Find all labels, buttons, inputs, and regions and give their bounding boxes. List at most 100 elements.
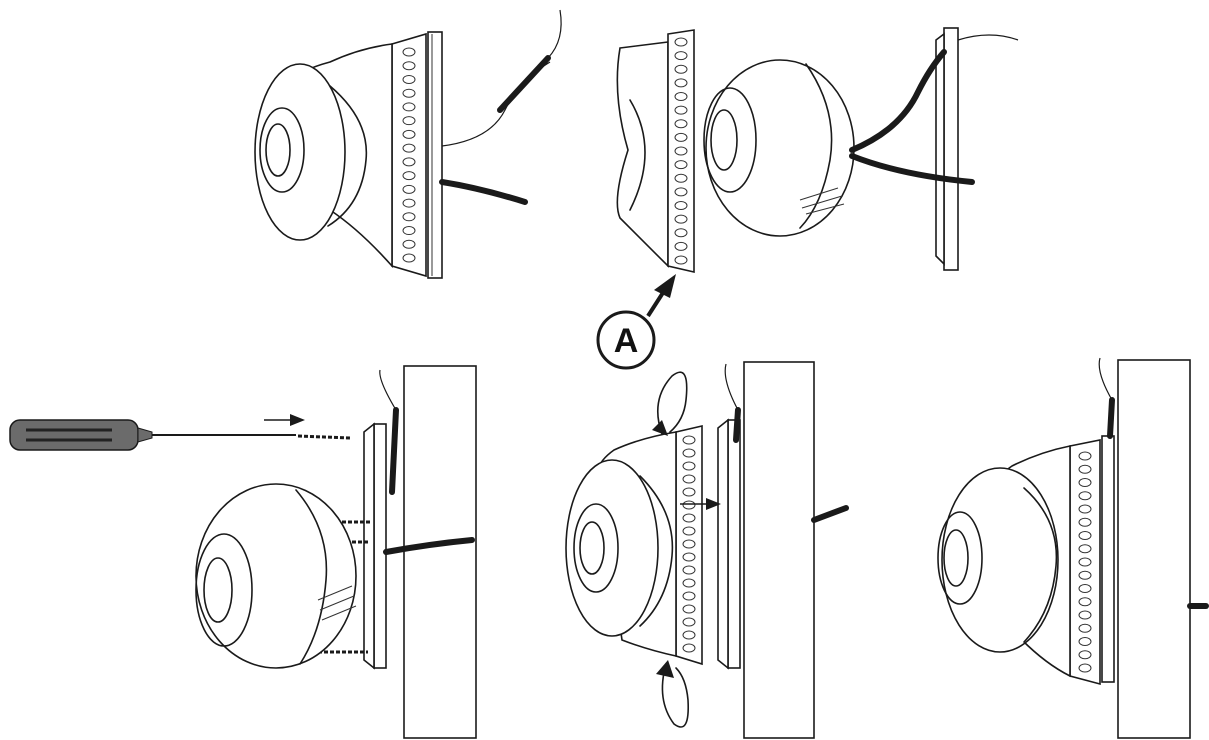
callout-a: A [596, 274, 676, 370]
ring-slot [1078, 504, 1092, 514]
ring-slot [682, 487, 696, 497]
ring-slot [1078, 464, 1092, 474]
ring-slot [674, 201, 688, 210]
ring-slot [682, 578, 696, 588]
ring-slot [1078, 531, 1092, 540]
ring-slot [674, 173, 688, 183]
ring-slot [1078, 584, 1092, 593]
ring-slot [682, 604, 696, 614]
ring-slot [674, 64, 688, 74]
ring-slot [674, 160, 688, 170]
ring-slot [682, 474, 696, 484]
camera-ball [254, 63, 346, 241]
ring-slot [1078, 570, 1092, 580]
ring-slot [674, 146, 688, 156]
lens-outer [259, 107, 305, 193]
ring-slot [1078, 610, 1092, 620]
ring-slot [402, 61, 416, 71]
ring-slot [1078, 451, 1092, 461]
panel-installed-camera [937, 357, 1209, 739]
ring-slot [674, 187, 688, 197]
lens-inner [265, 123, 291, 177]
rotate-arrow-icon [656, 371, 688, 435]
ring-slot [682, 526, 696, 536]
ring-slot [402, 116, 416, 126]
ring-slot [682, 500, 696, 510]
ring-slot [402, 88, 416, 98]
panel-rotate-ring [565, 361, 849, 739]
ring-slot [402, 226, 416, 236]
ring-slot [402, 143, 416, 153]
ring-slot [674, 119, 688, 129]
ring-slot [674, 132, 688, 142]
ring-slot [402, 239, 416, 249]
ring-slot [402, 171, 416, 181]
ring-slot [402, 129, 416, 139]
ring-slot [1078, 637, 1092, 646]
ring-slot [682, 552, 696, 562]
ring-slot [402, 212, 416, 222]
ring-slot [402, 47, 416, 57]
callout-label: A [614, 322, 639, 360]
ring-slot [674, 228, 688, 238]
lens-outer-2 [703, 87, 757, 193]
slotted-ring-5 [1069, 439, 1101, 686]
ring-slot [682, 565, 696, 575]
ring-slot [1078, 557, 1092, 567]
wall-section [403, 365, 477, 739]
ring-slot [682, 461, 696, 471]
ring-slot [682, 435, 696, 445]
detached-ring [667, 29, 695, 274]
callout-circle [596, 310, 656, 370]
ring-slot [682, 591, 696, 601]
ring-slot [674, 78, 688, 88]
ring-slot [674, 92, 688, 101]
ring-slot [674, 105, 688, 115]
wall-section-3 [1117, 359, 1191, 739]
detached-housing [616, 41, 669, 268]
ring-slot [682, 513, 696, 523]
panel-assembled-camera [254, 9, 562, 279]
ring-slot [1078, 623, 1092, 633]
power-cable [497, 55, 551, 113]
ring-slot [674, 214, 688, 224]
ring-slot [682, 643, 696, 653]
ring-slot [1078, 597, 1092, 607]
ring-slot [682, 539, 696, 549]
ring-slot [682, 630, 696, 640]
camera-ball-3 [195, 483, 357, 669]
screwdriver-icon [9, 419, 139, 451]
ring-slot [402, 184, 416, 194]
ring-slot [1078, 663, 1092, 673]
slotted-ring [391, 32, 427, 278]
ring-slot [402, 157, 416, 167]
wall-plate [427, 31, 443, 279]
callout-arrow-icon [654, 274, 676, 298]
ring-slot [1078, 491, 1092, 501]
video-cable [439, 179, 528, 205]
power-cable-2 [849, 49, 947, 153]
ring-slot [1078, 544, 1092, 554]
ring-slot [402, 102, 416, 112]
ring-slot [682, 617, 696, 627]
ring-slot [1078, 517, 1092, 527]
ring-slot [674, 37, 688, 47]
ring-slot [1078, 650, 1092, 660]
ring-slot [402, 74, 416, 84]
ring-slot [682, 448, 696, 458]
ring-slot [402, 253, 416, 263]
ring-slot [402, 198, 416, 208]
ring-slot [674, 241, 688, 251]
video-cable-2 [849, 153, 975, 185]
panel-screw-install [9, 365, 477, 739]
panel-disassembled-camera [616, 27, 1019, 274]
wall-plate-3 [373, 423, 387, 669]
wall-section-2 [743, 361, 815, 739]
lens-inner-2 [710, 109, 738, 171]
ring-slot [1078, 478, 1092, 487]
wall-plate-2 [943, 27, 959, 271]
ring-slot [674, 255, 688, 265]
ring-slot [674, 51, 688, 61]
